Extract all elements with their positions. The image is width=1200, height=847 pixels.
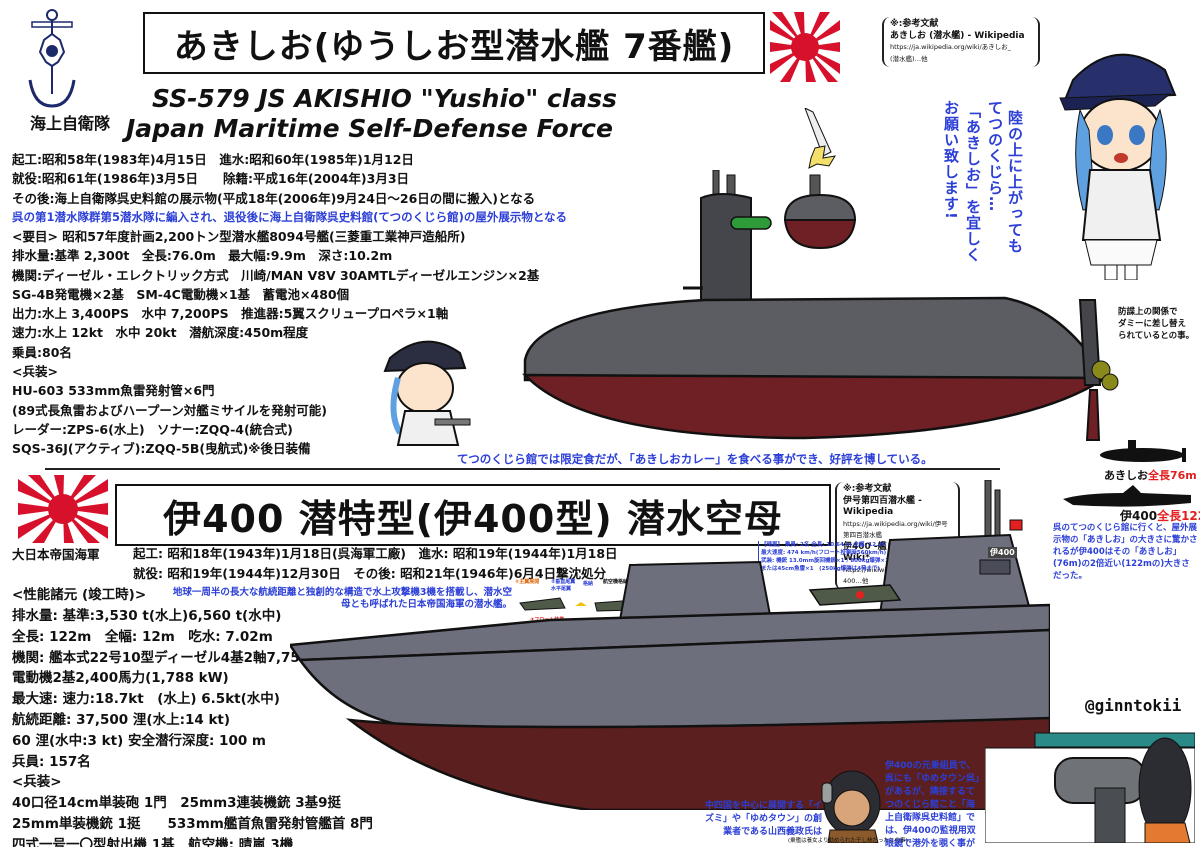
speech-line-4: お願い致します! <box>942 100 960 220</box>
yamanishi-note: 中四国を中心に展開する「イズミ」や「ゆめタウン」の創業者である山西義政氏は <box>704 801 822 837</box>
spec-line: 乗員:80名 <box>12 344 72 360</box>
akishio-dates: 起工:昭和58年(1983年)4月15日 進水:昭和60年(1985年)1月12… <box>12 150 567 227</box>
akishio-length-label: あきしお全長76m <box>1104 466 1197 485</box>
spec-line: その後:海上自衛隊呉史料館の展示物(平成18年(2006年)9月24日～26日の… <box>12 190 536 206</box>
spec-line: 兵員: 157名 <box>12 753 91 770</box>
size-compare-note: 呉のてつのくじら館に行くと、屋外展示物の「あきしお」の大きさに驚かされるが伊40… <box>1053 523 1198 581</box>
spec-line: (89式長魚雷およびハープーン対艦ミサイルを発射可能) <box>12 402 327 418</box>
spec-line: <要目> 昭和57年度計画2,200トン型潜水艦8094号艦(三菱重工業神戸造船… <box>12 229 466 244</box>
ref-title: 伊号第四百潜水艦 - Wikipedia <box>843 495 922 518</box>
spec-line: 全長: 122m 全幅: 12m 吃水: 7.02m <box>12 628 273 645</box>
reference-box-akishio: ※:参考文献 あきしお (潜水艦) - Wikipedia https://ja… <box>882 17 1040 67</box>
ref-label: ※:参考文献 <box>843 484 892 494</box>
i400-name: 伊400 <box>1120 509 1158 523</box>
perf-header: <性能諸元 (竣工時)> <box>12 587 147 603</box>
spec-line: 排水量:基準 2,300t 全長:76.0m 最大幅:9.9m 深さ:10.2m <box>12 248 393 264</box>
subtitle-en-1: SS-579 JS AKISHIO "Yushio" class <box>152 84 617 113</box>
ref-title: あきしお (潜水艦) - Wikipedia <box>890 30 1025 41</box>
ref-label: ※:参考文献 <box>890 19 939 29</box>
spec-line: 最大速: 速力:18.7kt (水上) 6.5kt(水中) <box>12 691 280 708</box>
rising-sun-flag-icon <box>18 475 108 543</box>
artist-credit: @ginntokii <box>1085 696 1182 715</box>
i400-length: 全長122m <box>1157 509 1200 523</box>
label-tail: ②垂直尾翼 水平尾翼 <box>551 579 576 592</box>
speech-line-1: 陸の上に上がっても <box>1006 110 1024 254</box>
spec-line: 速力:水上 12kt 水中 20kt 潜航深度:450m程度 <box>12 325 309 341</box>
spec-line: 航続距離: 37,500 浬(水上:14 kt) <box>12 711 231 728</box>
note-blue: 呉の第1潜水隊群第5潜水隊に編入され、退役後に海上自衛隊呉史料館(てつのくじら館… <box>12 209 568 224</box>
subtitle-en-2: Japan Maritime Self-Defense Force <box>126 114 613 143</box>
spec-line: SQS-36J(アクティブ):ZQQ-5B(曳航式)※後日装備 <box>12 441 311 457</box>
i400-silhouette-icon <box>1063 485 1193 510</box>
spec-line: 出力:水上 3,400PS 水中 7,200PS 推進器:5翼スクリュープロペラ… <box>12 306 449 322</box>
org-label-jmsdf: 海上自衛隊 <box>30 114 111 133</box>
spec-line: 機関:ディーゼル・エレクトリック方式 川崎/MAN V8V 30AMTLディーゼ… <box>12 267 540 283</box>
spec-line: <兵装> <box>12 774 62 791</box>
label-stow: 格納 <box>583 581 594 587</box>
page-title-akishio: あきしお(ゆうしお型潜水艦 7番艦) <box>143 12 765 74</box>
spec-line: 電動機2基2,400馬力(1,788 kW) <box>12 670 229 687</box>
label-wing: ①主翼展開 <box>515 579 540 585</box>
spec-line: 40口径14cm単装砲 1門 25mm3連装機銃 3基9挺 <box>12 795 342 812</box>
spec-line: 四式一号一〇型射出機 1基 航空機: 晴嵐 3機 <box>12 836 294 847</box>
i400-binocular-note: 伊400の元乗組員で、呉にも「ゆめタウン呉」があるが、隣接するてつのくじら館こと… <box>885 761 980 847</box>
curry-mascot-character <box>380 333 475 448</box>
spec-line: 排水量: 基準:3,530 t(水上)6,560 t(水中) <box>12 608 282 624</box>
spec-line: HU-603 533mm魚雷発射管×6門 <box>12 383 215 399</box>
akishio-name: あきしお <box>1104 469 1148 482</box>
speech-line-2: てつのくじら… <box>986 100 1004 212</box>
spec-line: 起工:昭和58年(1983年)4月15日 進水:昭和60年(1985年)1月12… <box>12 152 414 167</box>
akishio-silhouette-icon <box>1100 440 1190 465</box>
jmsdf-emblem-icon <box>24 6 80 116</box>
ref-tail: (潜水艦)…他 <box>890 54 928 63</box>
spec-line: レーダー:ZPS-6(水上) ソナー:ZQQ-4(統合式) <box>12 421 293 437</box>
akishio-submarine-illustration <box>505 169 1125 460</box>
seiran-line: または45cm魚雷×1 (250kg爆弾は4発まで) <box>761 566 881 572</box>
rising-sun-flag-icon <box>770 12 840 82</box>
seiran-spec-box: 【晴嵐】 乗員: 2名 全長: 10.64 m 全幅: 12.26 m 全高: … <box>758 541 954 573</box>
spec-line: 25mm単装機銃 1挺 533mm艦首魚雷発射管艦首 8門 <box>12 815 373 832</box>
mini-submarine-illustration <box>739 170 860 250</box>
label-hangar: 航空機格納筒 <box>603 579 634 585</box>
akishio-length: 全長76m <box>1148 469 1197 482</box>
missile-explosion-icon <box>795 106 845 173</box>
tiny-note: (乗艦は養女より勧められた干し柿だったとの事) <box>788 838 908 844</box>
akishio-mascot-character <box>1055 40 1185 281</box>
torpedo-icon <box>730 215 775 231</box>
spec-line: SG-4B発電機×2基 SM-4C電動機×1基 蓄電池×480個 <box>12 286 350 302</box>
i400-dates: 起工: 昭和18年(1943年)1月18日(呉海軍工廠) 進水: 昭和19年(1… <box>133 544 618 584</box>
title-text: あきしお(ゆうしお型潜水艦 7番艦) <box>173 26 735 67</box>
date-line: 起工: 昭和18年(1943年)1月18日(呉海軍工廠) 進水: 昭和19年(1… <box>133 546 618 561</box>
page-title-i400: 伊400 潜特型(伊400型) 潜水空母 <box>115 484 831 546</box>
speech-line-3: 「あきしお」を宜しく <box>964 103 982 263</box>
akishio-specs: <要目> 昭和57年度計画2,200トン型潜水艦8094号艦(三菱重工業神戸造船… <box>12 227 539 459</box>
seiran-line: 武装: 機銃 13.0mm旋回機銃×1 / 800kg爆弾×1 <box>761 558 889 564</box>
title-text: 伊400 潜特型(伊400型) 潜水空母 <box>163 496 783 541</box>
org-label-ijn: 大日本帝国海軍 <box>12 547 100 562</box>
i400-mascot-character <box>820 768 885 844</box>
i400-submarine-illustration <box>287 479 1052 812</box>
propeller-note: 防諜上の関係で ダミーに差し替え られているとの事。 <box>1118 307 1195 341</box>
spec-line: <兵装> <box>12 364 58 380</box>
spec-line: 就役:昭和61年(1986年)3月5日 除籍:平成16年(2004年)3月3日 <box>12 171 410 187</box>
ref-url[interactable]: https://ja.wikipedia.org/wiki/あきしお_ <box>890 43 1011 51</box>
seiran-line: 最大速度: 474 km/h(フロート投棄時560km/h) 航続距離: 1,5… <box>761 550 943 556</box>
i400-length-label: 伊400全長122m <box>1120 507 1200 526</box>
spec-line: 60 浬(水中:3 kt) 安全潜行深度: 100 m <box>12 732 266 749</box>
seiran-line: 【晴嵐】 乗員: 2名 全長: 10.64 m 全幅: 12.26 m 全高: … <box>761 542 932 548</box>
hatch-number-label: 伊400 <box>988 547 1017 558</box>
perf-note: 地球一周半の長大な航続距離と独創的な構造で水上攻撃機3機を搭載し、潜水空母とも呼… <box>172 587 512 610</box>
section-divider <box>45 468 1000 470</box>
binocular-scene-illustration <box>984 728 1196 844</box>
date-line: 就役: 昭和19年(1944年)12月30日 その後: 昭和21年(1946年)… <box>133 566 607 581</box>
i400-specs: 排水量: 基準:3,530 t(水上)6,560 t(水中) 全長: 122m … <box>12 606 434 847</box>
ref-title-2: 伊400 -艦これ- 攻略 Wiki* <box>843 541 930 564</box>
curry-note: てつのくじら館では限定食だが、「あきしおカレー」を食べる事ができ、好評を博してい… <box>457 452 933 466</box>
ref-url[interactable]: https://ja.wikipedia.org/wiki/伊号第四百潜水艦 <box>843 519 948 540</box>
